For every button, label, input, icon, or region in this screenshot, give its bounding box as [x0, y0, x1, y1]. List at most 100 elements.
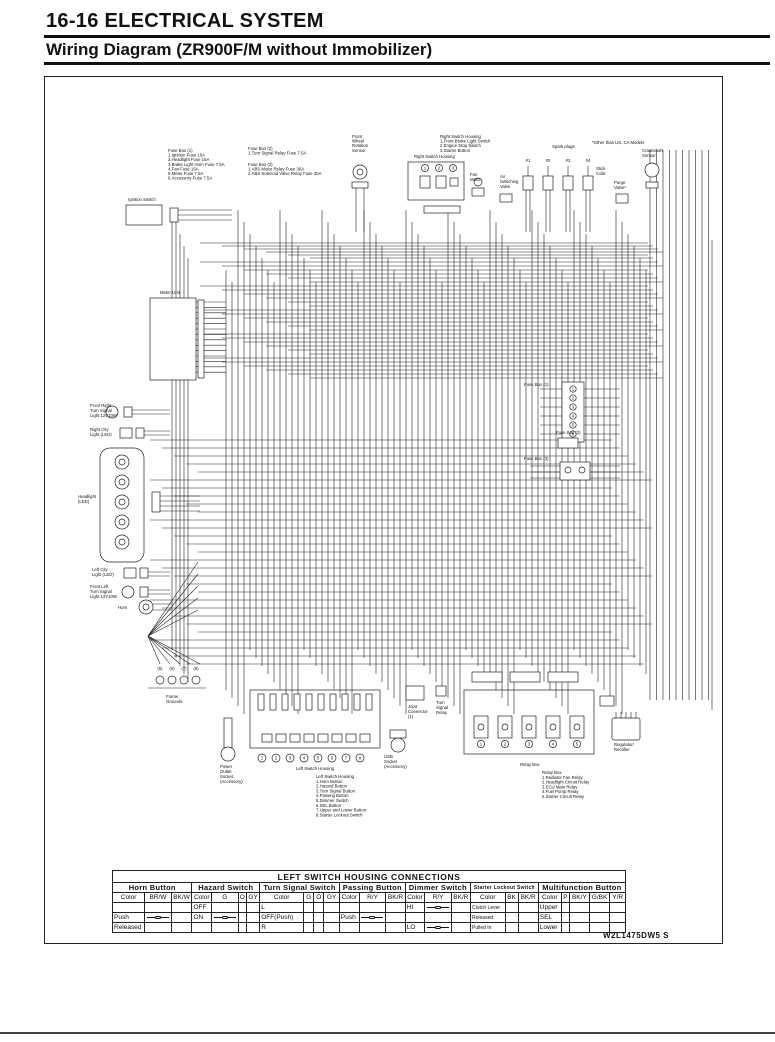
fuse-num: 5	[572, 423, 575, 428]
left-switch-legend: 5.Dimmer Switch	[316, 798, 349, 803]
horn-core	[142, 603, 150, 611]
turn-signal-cell	[313, 912, 325, 923]
ls-switch	[317, 733, 329, 743]
rb-num: 5	[576, 742, 579, 747]
fan-motor	[471, 187, 485, 197]
ls-num-circle	[271, 753, 281, 763]
ls-num: 3	[289, 756, 292, 761]
front-wheel-sensor-label: Wheel	[352, 139, 364, 144]
spark-plugs-label: Spark plugs	[552, 144, 575, 149]
front-left-turn-label: Front Left	[90, 584, 109, 589]
hazard-cell	[211, 912, 239, 923]
horn-cell: Push	[111, 912, 146, 923]
led-core	[118, 538, 126, 546]
hazard-cell: ON	[191, 912, 213, 923]
ls-num-circle	[299, 753, 309, 763]
passing-column-header: R/Y	[358, 892, 387, 903]
ls-connector-pin	[341, 693, 349, 711]
multifunction-cell	[568, 922, 590, 933]
multifunction-column-header: G/BK	[588, 892, 611, 903]
fuse-num-circle	[569, 430, 577, 438]
ground-wire	[147, 635, 171, 665]
rs-num-circle	[449, 164, 457, 172]
meter-connector	[197, 299, 205, 379]
component-labels: Fuse Box (1)1.Ignition Fuse 10A2.Headlig…	[78, 134, 664, 817]
front-left-turn-light	[121, 585, 135, 599]
hazard-cell	[237, 912, 248, 923]
fan-motor-label: Fan	[470, 172, 478, 177]
turn-signal-relay	[435, 685, 447, 697]
usb-socket-label: USB	[384, 754, 393, 759]
usb-socket-label: (Accessory)	[384, 764, 407, 769]
connection-symbol	[213, 915, 236, 919]
dimmer-column-header: BK/R	[450, 892, 472, 903]
hazard-cell	[191, 922, 213, 933]
front-wheel-sensor-label: Sensor	[352, 148, 366, 153]
ground-terminal	[167, 675, 177, 685]
multifunction-column-header: Color	[537, 892, 562, 903]
starter-lockout-cell	[504, 922, 519, 933]
passing-cell	[358, 902, 387, 913]
turn-signal-relay-label: Turn	[436, 700, 445, 705]
stick-coil	[582, 175, 594, 191]
cylinder-num: #4	[586, 158, 591, 163]
heading-rule	[44, 35, 770, 38]
ls-switch	[261, 733, 273, 743]
ls-switch	[345, 733, 357, 743]
starter-lockout-cell: Clutch Lever	[470, 902, 506, 913]
ls-num-circle	[355, 753, 365, 763]
multifunction-cell	[588, 922, 611, 933]
fuse-box1-legend: 5.Meter Fuse 7.5A	[168, 171, 203, 176]
led-core	[118, 458, 126, 466]
starter-lockout-column-header: Color	[470, 892, 506, 903]
power-outlet-label: Power	[220, 764, 233, 769]
right-switch-legend: 2.Engine Stop Switch	[440, 143, 481, 148]
fuse-num-circle	[569, 394, 577, 402]
air-valve-label: Air	[500, 174, 506, 179]
turn-signal-relay-label: Signal	[436, 705, 448, 710]
turn-signal-cell	[303, 922, 315, 933]
rs-num-circle	[435, 164, 443, 172]
headlight-label: (LED)	[78, 499, 90, 504]
ground-num: (6)	[169, 666, 175, 671]
horn-cell	[170, 902, 193, 913]
reg-connector	[599, 695, 615, 707]
turn-connector	[123, 406, 133, 418]
fuse-box1-block-label: Fuse Box (1)	[524, 382, 549, 387]
horn-column-header: Color	[111, 892, 146, 903]
dimmer-column-header: Color	[404, 892, 426, 903]
multifunction-cell	[609, 902, 626, 913]
rb-num-circle	[477, 740, 485, 748]
left-switch-legend: 1.Horn Button	[316, 779, 343, 784]
regulator-label: Regulator/	[614, 742, 635, 747]
passing-cell	[358, 912, 387, 923]
rb-num-circle	[501, 740, 509, 748]
dimmer-cell	[450, 922, 472, 933]
ignition-switch	[125, 204, 163, 226]
rs-num: 2	[438, 166, 441, 171]
relay-coil	[573, 723, 581, 731]
ls-connector-pin	[353, 693, 361, 711]
multifunction-cell	[568, 912, 590, 923]
left-switch-legend: 7.Upper and Lower Button	[316, 808, 367, 813]
fuse-box1-legend: 1.Ignition Fuse 10A	[168, 153, 205, 158]
rs-num: 1	[424, 166, 427, 171]
ign-connector	[169, 207, 179, 223]
crankshaft-sensor	[644, 162, 660, 178]
multifunction-cell: Lower	[537, 922, 562, 933]
rs-num: 3	[452, 166, 455, 171]
ls-num-circle	[257, 753, 267, 763]
dimmer-group-header: Dimmer Switch	[404, 882, 472, 893]
sensor-core	[356, 168, 364, 176]
relay-box	[463, 689, 595, 755]
ls-num-circle	[285, 753, 295, 763]
connection-symbol	[361, 915, 384, 919]
passing-cell	[385, 922, 406, 933]
front-wheel-sensor-label: Rotation	[352, 143, 369, 148]
rs-num-circle	[421, 164, 429, 172]
turn-signal-cell	[303, 912, 315, 923]
ground-wire	[147, 635, 191, 665]
connections-table: LEFT SWITCH HOUSING CONNECTIONS Horn But…	[111, 870, 627, 933]
multifunction-column-header: Y/R	[609, 892, 626, 903]
